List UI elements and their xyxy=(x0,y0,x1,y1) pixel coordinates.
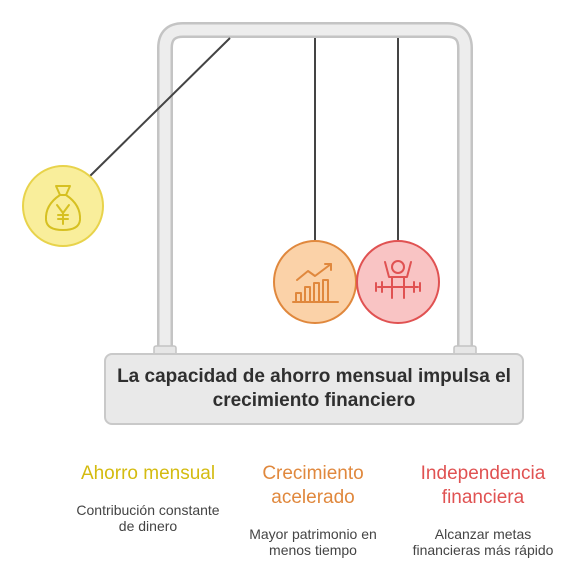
crecimiento-description: Mayor patrimonio en menos tiempo xyxy=(249,526,377,558)
column-independencia: Independencia financiera Alcanzar metas … xyxy=(408,462,558,558)
money-bag-yen-icon xyxy=(44,185,82,231)
ball-independencia xyxy=(356,240,440,324)
independencia-description: Alcanzar metas financieras más rápido xyxy=(412,526,554,558)
independencia-title: Independencia financiera xyxy=(420,463,546,508)
column-ahorro: Ahorro mensual Contribución constante de… xyxy=(74,462,222,534)
crecimiento-title: Crecimiento acelerado xyxy=(262,463,364,508)
celebrating-person-icon xyxy=(375,260,421,299)
ahorro-title: Ahorro mensual xyxy=(80,463,216,484)
cradle-frame xyxy=(153,22,477,357)
ahorro-description: Contribución constante de dinero xyxy=(76,502,220,534)
diagram-title: La capacidad de ahorro mensual impulsa e… xyxy=(117,366,511,411)
title-box: La capacidad de ahorro mensual impulsa e… xyxy=(104,353,524,425)
string-ahorro xyxy=(89,37,231,177)
ball-crecimiento xyxy=(273,240,357,324)
column-crecimiento: Crecimiento acelerado Mayor patrimonio e… xyxy=(236,462,390,558)
ball-ahorro xyxy=(22,165,104,247)
growth-chart-icon xyxy=(292,263,339,303)
